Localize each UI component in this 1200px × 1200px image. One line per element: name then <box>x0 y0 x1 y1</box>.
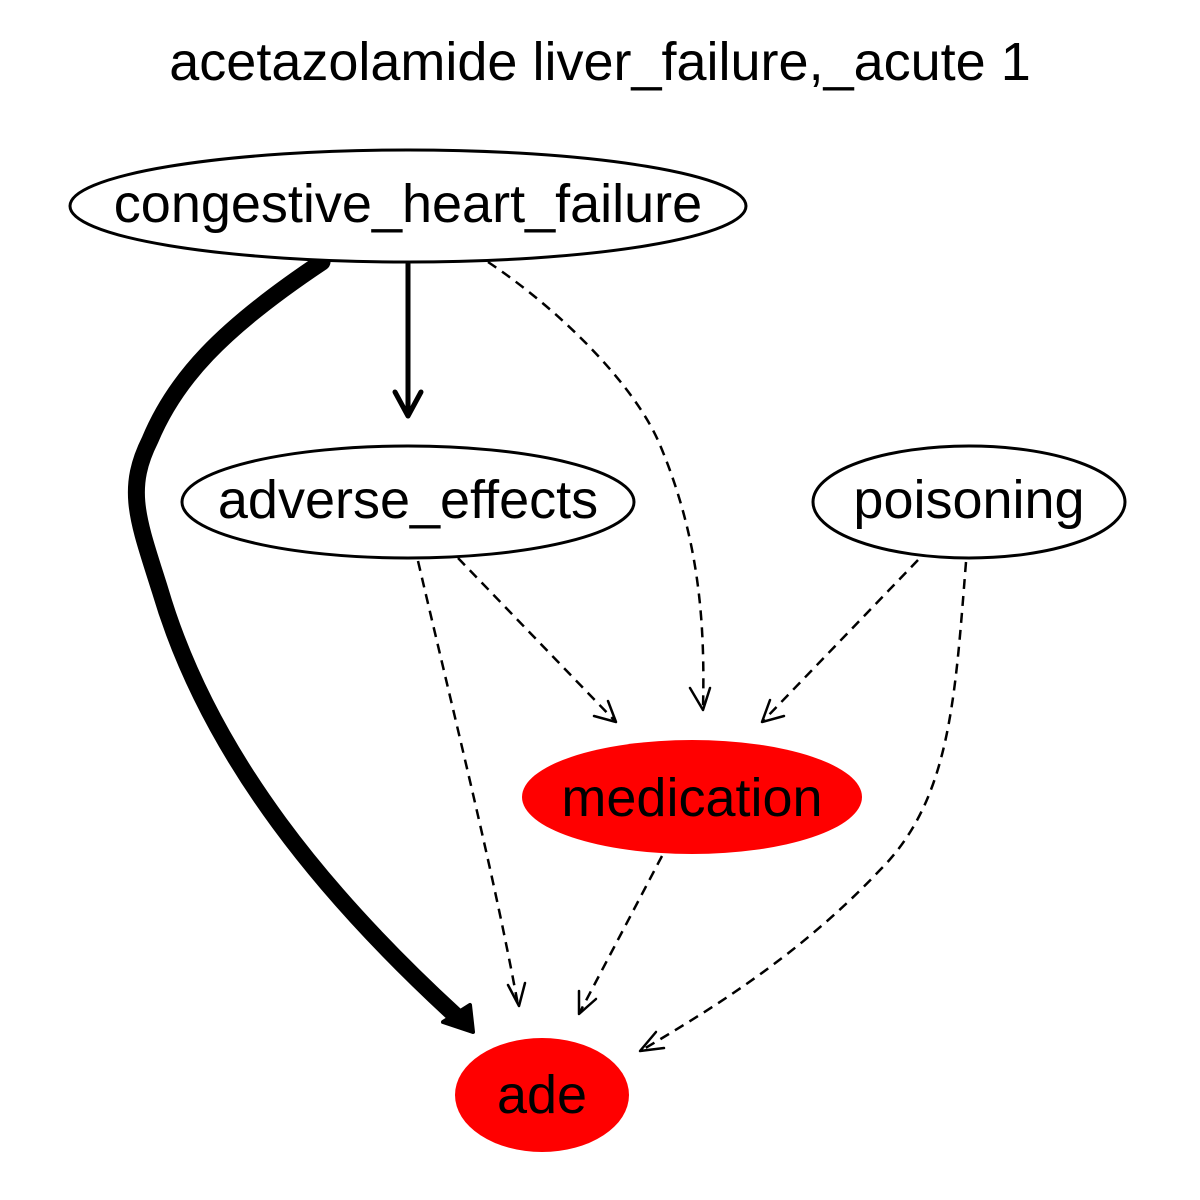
edge-congestive-heart-failure-to-adverse-effects <box>392 261 424 419</box>
edge-adverse-effects-to-ade <box>416 560 527 1008</box>
edge-medication-to-ade <box>577 855 664 1016</box>
node-label-adverse-effects: adverse_effects <box>218 470 598 530</box>
node-label-medication: medication <box>561 768 822 828</box>
node-adverse-effects: adverse_effects <box>180 444 636 560</box>
node-medication: medication <box>522 740 862 854</box>
edge-poisoning-to-ade <box>638 561 968 1053</box>
node-label-congestive-heart-failure: congestive_heart_failure <box>114 174 702 234</box>
edge-congestive-heart-failure-to-ade <box>127 253 475 1034</box>
node-label-poisoning: poisoning <box>853 470 1084 530</box>
edge-adverse-effects-to-medication <box>457 557 618 724</box>
graph-title: acetazolamide liver_failure,_acute 1 <box>169 32 1031 92</box>
node-congestive-heart-failure: congestive_heart_failure <box>68 148 748 264</box>
node-label-ade: ade <box>497 1065 587 1125</box>
node-poisoning: poisoning <box>811 444 1127 560</box>
edge-poisoning-to-medication <box>760 559 919 724</box>
node-ade: ade <box>455 1038 629 1152</box>
edge-congestive-heart-failure-to-medication <box>487 260 712 712</box>
